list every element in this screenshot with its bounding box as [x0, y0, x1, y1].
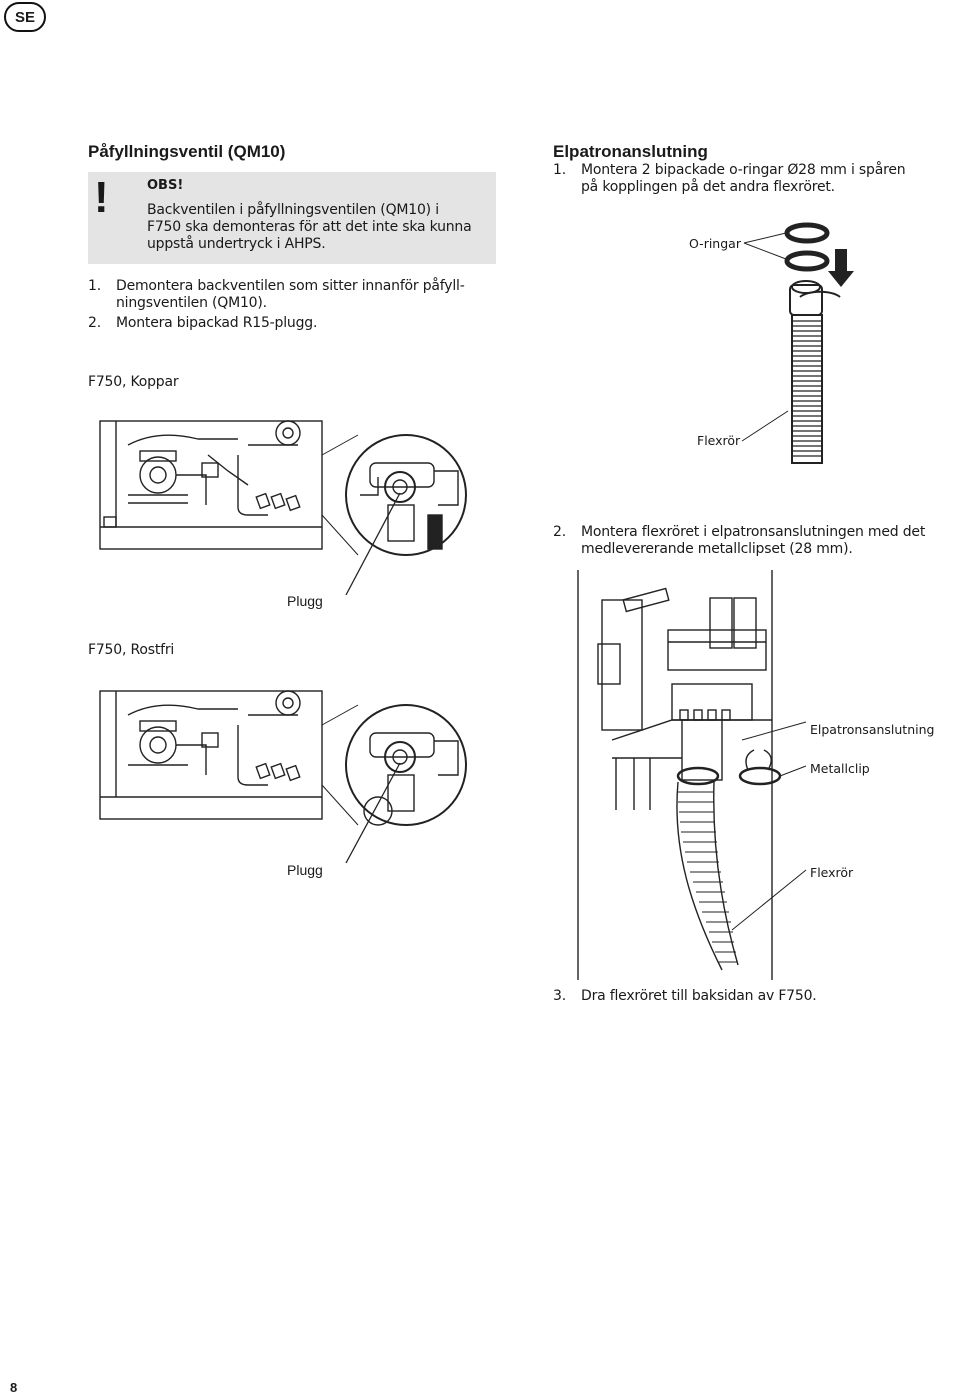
step-list-left: 1. Demontera backventilen som sitter inna… — [88, 278, 508, 332]
label-flexror-1: Flexrör — [697, 433, 741, 448]
step-number: 1. — [88, 278, 101, 294]
label-plugg-koppar: Plugg — [287, 593, 323, 609]
figure-caption-koppar: F750, Koppar — [88, 374, 179, 390]
step-text-cont: på kopplingen på det andra flexröret. — [581, 179, 835, 195]
flex-hose-ribs — [678, 791, 737, 963]
step-text: Montera 2 bipackade o-ringar Ø28 mm i sp… — [581, 162, 906, 178]
section-title-elpatron: Elpatronanslutning — [553, 142, 708, 161]
language-badge: SE — [4, 2, 46, 32]
obs-title: OBS! — [147, 178, 184, 193]
section-title-qm10: Påfyllningsventil (QM10) — [88, 142, 286, 161]
step-text: Dra flexröret till baksidan av F750. — [581, 988, 817, 1004]
step-text-cont: ningsventilen (QM10). — [116, 295, 267, 311]
step-text: Demontera backventilen som sitter innanf… — [116, 278, 465, 294]
obs-box — [88, 172, 496, 264]
valve-diagram-rostfri — [99, 690, 467, 864]
step-number: 2. — [553, 524, 566, 540]
down-arrow-icon — [828, 249, 854, 287]
step-text: Montera bipackad R15-plugg. — [116, 315, 318, 331]
flex-tube-diagram — [741, 222, 854, 464]
step-1: 1. Demontera backventilen som sitter inna… — [88, 278, 508, 295]
obs-line: uppstå undertryck i AHPS. — [147, 236, 326, 252]
label-plugg-rostfri: Plugg — [287, 862, 323, 878]
step-number: 1. — [553, 162, 566, 178]
valve-diagram-koppar — [99, 420, 467, 596]
flex-tube-ribs — [792, 320, 822, 457]
figure-caption-rostfri: F750, Rostfri — [88, 642, 175, 658]
step-2: 2. Montera bipackad R15-plugg. — [88, 315, 508, 332]
right-step-2: 2. Montera flexröret i elpatronsanslutnin… — [553, 524, 958, 558]
label-flexror-2: Flexrör — [810, 865, 854, 880]
page-number: 8 — [10, 1380, 18, 1395]
obs-line: F750 ska demonteras för att det inte ska… — [147, 219, 472, 235]
label-elpatronsanslutning: Elpatronsanslutning — [810, 722, 935, 737]
step-number: 2. — [88, 315, 101, 331]
elpatron-connection-diagram — [577, 570, 807, 980]
step-text: Montera flexröret i elpatronsanslutninge… — [581, 524, 926, 540]
step-number: 3. — [553, 988, 566, 1004]
step-text-cont: medlevererande metallclipset (28 mm). — [581, 541, 853, 557]
warning-icon: ! — [94, 173, 109, 222]
obs-text: Backventilen i påfyllningsventilen (QM10… — [147, 202, 492, 253]
label-o-ringar: O-ringar — [689, 236, 741, 251]
right-step-1: 1. Montera 2 bipackade o-ringar Ø28 mm i … — [553, 162, 953, 196]
right-step-3: 3. Dra flexröret till baksidan av F750. — [553, 988, 953, 1005]
label-metallclip: Metallclip — [810, 761, 870, 776]
obs-line: Backventilen i påfyllningsventilen (QM10… — [147, 202, 439, 218]
